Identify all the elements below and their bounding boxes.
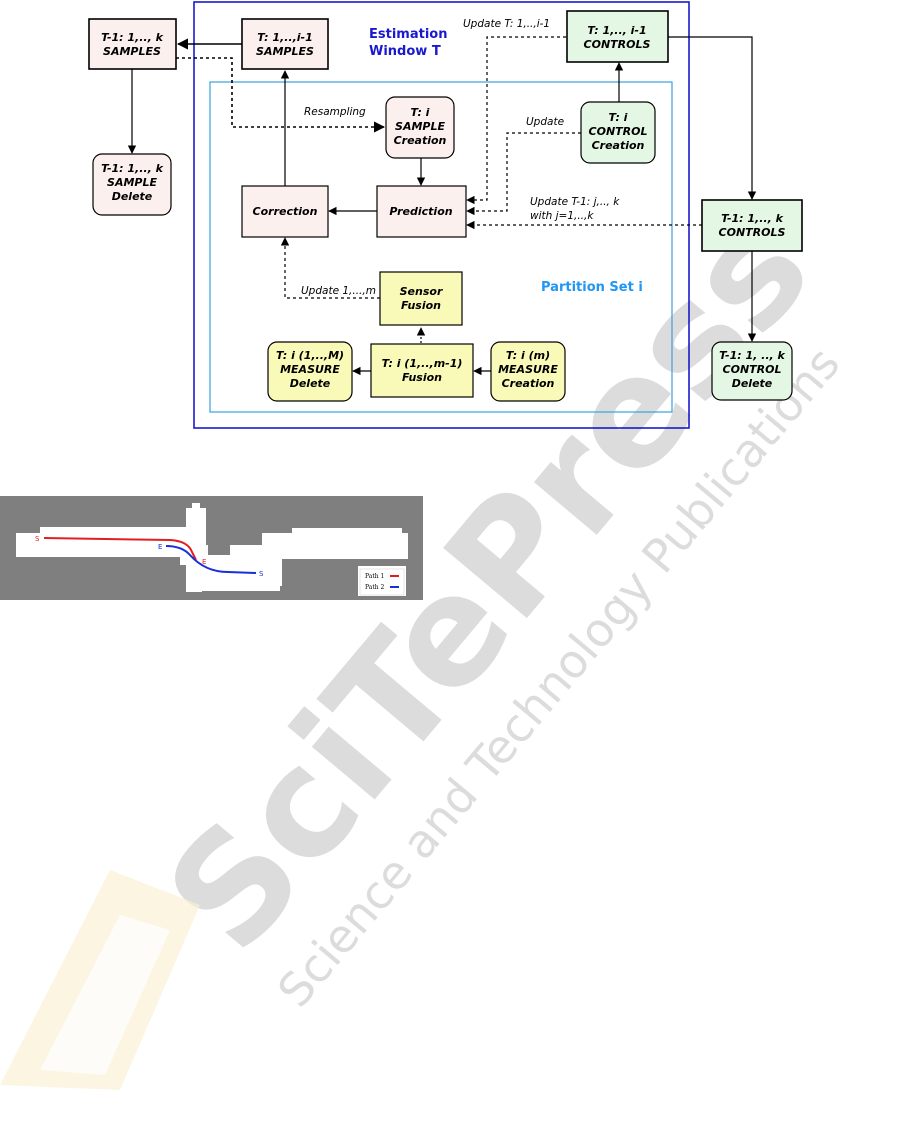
partition-set-title: Partition Set i — [541, 280, 643, 295]
text-boxes-sensor-fusion-0: Sensor — [400, 285, 443, 298]
label-resampling: Resampling — [304, 106, 366, 118]
text-boxes-fusion-0: T: i (1,..,m-1) — [382, 357, 463, 370]
partition-set — [209, 81, 673, 413]
box-fusion: T: i (1,..,m-1) Fusion — [370, 343, 474, 398]
label-update: Update — [526, 116, 564, 128]
text-boxes-control-delete-2: Delete — [732, 377, 773, 390]
box-t-controls: T: 1,.., i-1 CONTROLS — [566, 10, 669, 63]
text-boxes-t1-controls-1: CONTROLS — [719, 226, 786, 239]
text-boxes-t-controls-1: CONTROLS — [584, 38, 651, 51]
text-boxes-t1-controls-0: T-1: 1,.., k — [721, 212, 784, 225]
map-figure: S E E S Path 1 Path 2 — [0, 496, 423, 600]
path-1-line — [43, 537, 197, 561]
box-t1-sample-delete: T-1: 1,.., k SAMPLE Delete — [92, 153, 172, 216]
path-1-end-label: E — [202, 558, 206, 566]
text-boxes-sensor-fusion-1: Fusion — [401, 299, 441, 312]
path-2-end-label: E — [158, 543, 162, 551]
text-boxes-prediction-0: Prediction — [389, 205, 452, 218]
text-boxes-fusion-1: Fusion — [402, 371, 442, 384]
box-sensor-fusion: Sensor Fusion — [379, 271, 463, 326]
box-correction: Correction — [241, 185, 329, 238]
text-boxes-control-creation-2: Creation — [592, 139, 645, 152]
text-boxes-control-creation-1: CONTROL — [589, 125, 648, 138]
text-boxes-t1-sample-delete-2: Delete — [112, 190, 153, 203]
edge-update-control-creation — [466, 132, 581, 216]
text-boxes-correction-0: Correction — [253, 205, 318, 218]
edge-update-t-controls — [466, 36, 566, 205]
label-update-t1-2: with j=1,..,k — [530, 210, 594, 222]
text-boxes-control-creation-0: T: i — [609, 111, 628, 124]
text-boxes-t-controls-0: T: 1,.., i-1 — [587, 24, 646, 37]
path-2-start-label: S — [259, 570, 264, 578]
text-boxes-measure-delete-2: Delete — [290, 377, 331, 390]
label-update-t1-1: Update T-1: j,.., k — [530, 196, 620, 208]
text-boxes-sample-creation-0: T: i — [411, 106, 430, 119]
legend-path-1-label: Path 1 — [365, 573, 384, 580]
text-boxes-measure-delete-0: T: i (1,..,M) — [276, 349, 344, 362]
box-t1-samples: T-1: 1,.., k SAMPLES — [88, 18, 177, 70]
text-boxes-control-delete-0: T-1: 1, .., k — [719, 349, 785, 362]
text-boxes-measure-creation-1: MEASURE — [498, 363, 558, 376]
text-boxes-measure-delete-1: MEASURE — [280, 363, 340, 376]
edge-t-controls-to-t1-controls — [668, 36, 757, 200]
legend-path-2-label: Path 2 — [365, 584, 385, 591]
text-boxes-measure-creation-0: T: i (m) — [506, 349, 550, 362]
text-boxes-sample-creation-1: SAMPLE — [395, 120, 445, 133]
box-measure-delete: T: i (1,..,M) MEASURE Delete — [267, 341, 353, 402]
box-sample-creation: T: i SAMPLE Creation — [385, 96, 455, 159]
text-boxes-sample-creation-2: Creation — [394, 134, 447, 147]
estimation-window-title-2: Window T — [369, 44, 441, 59]
box-control-creation: T: i CONTROL Creation — [580, 101, 656, 164]
edge-update-1m — [280, 237, 380, 299]
text-boxes-t-samples-0: T: 1,..,i-1 — [257, 31, 313, 44]
edge-resampling — [176, 57, 386, 133]
text-boxes-measure-creation-2: Creation — [502, 377, 555, 390]
label-update-t-controls: Update T: 1,..,i-1 — [463, 18, 550, 30]
box-measure-creation: T: i (m) MEASURE Creation — [490, 341, 566, 402]
estimation-window — [193, 1, 690, 429]
box-t1-controls: T-1: 1,.., k CONTROLS — [701, 199, 803, 252]
text-boxes-t1-samples-0: T-1: 1,.., k — [101, 31, 164, 44]
box-t-samples: T: 1,..,i-1 SAMPLES — [241, 18, 329, 70]
box-control-delete: T-1: 1, .., k CONTROL Delete — [711, 341, 793, 401]
path-1-start-label: S — [35, 535, 40, 543]
text-boxes-t-samples-1: SAMPLES — [256, 45, 314, 58]
watermark-logo — [0, 870, 200, 1090]
text-boxes-t1-sample-delete-0: T-1: 1,.., k — [101, 162, 164, 175]
box-prediction: Prediction — [376, 185, 467, 238]
text-boxes-t1-samples-1: SAMPLES — [103, 45, 161, 58]
path-2-line — [165, 545, 257, 574]
label-update-1m: Update 1,...,m — [301, 285, 376, 297]
text-boxes-t1-sample-delete-1: SAMPLE — [107, 176, 157, 189]
text-boxes-control-delete-1: CONTROL — [723, 363, 782, 376]
estimation-window-title-1: Estimation — [369, 27, 447, 42]
map-legend: Path 1 Path 2 — [359, 568, 405, 596]
